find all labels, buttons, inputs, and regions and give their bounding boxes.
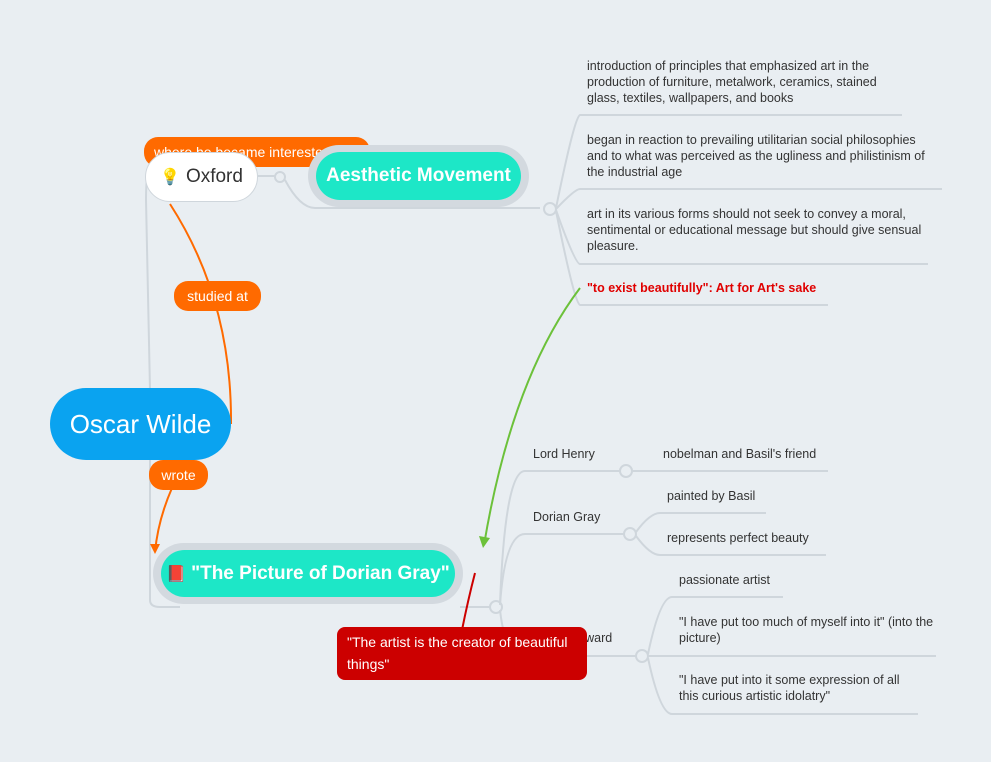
central-topic-label: Oscar Wilde (69, 408, 212, 439)
lightbulb-icon: 💡 (160, 169, 180, 186)
aesthetic-item-3[interactable]: art in its various forms should not seek… (587, 207, 922, 253)
callout-artist-quote[interactable]: "The artist is the creator of beautiful … (337, 627, 587, 680)
dorian-gray-book-label: "The Picture of Dorian Gray" (191, 562, 450, 584)
aesthetic-item-art-for-arts-sake[interactable]: "to exist beautifully": Art for Art's sa… (587, 281, 817, 295)
dorian-note-beauty[interactable]: represents perfect beauty (667, 531, 809, 545)
aesthetic-item-2[interactable]: began in reaction to prevailing utilitar… (587, 133, 925, 179)
character-dorian-gray[interactable]: Dorian Gray (533, 510, 601, 524)
oxford-node[interactable]: 💡 Oxford (145, 152, 258, 202)
lord-henry-note[interactable]: nobelman and Basil's friend (663, 447, 817, 461)
aesthetic-item-1[interactable]: introduction of principles that emphasiz… (587, 59, 877, 105)
book-icon: 📕 (166, 565, 187, 583)
relation-label-studied-at[interactable]: studied at (174, 281, 261, 311)
central-topic-oscar-wilde[interactable]: Oscar Wilde (50, 388, 231, 460)
relation-label-wrote[interactable]: wrote (149, 460, 208, 490)
dorian-gray-book-node[interactable]: 📕 "The Picture of Dorian Gray" (161, 550, 455, 597)
basil-note-quote-1[interactable]: "I have put too much of myself into it" … (679, 615, 934, 645)
oxford-label: Oxford (185, 166, 243, 187)
basil-note-quote-2[interactable]: "I have put into it some expression of a… (679, 673, 900, 703)
basil-note-passionate[interactable]: passionate artist (679, 573, 771, 587)
aesthetic-movement-node[interactable]: Aesthetic Movement (316, 152, 521, 200)
character-lord-henry[interactable]: Lord Henry (533, 447, 595, 461)
aesthetic-movement-label: Aesthetic Movement (326, 165, 511, 186)
dorian-note-painted[interactable]: painted by Basil (667, 489, 756, 503)
